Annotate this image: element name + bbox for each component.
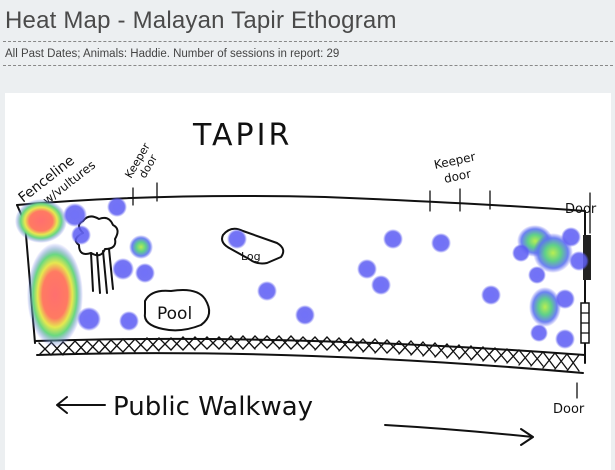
walkway-arrow-right [384, 424, 534, 446]
keeper-door-right-label-2: door [443, 167, 473, 186]
door-pointers [576, 192, 591, 399]
door-bottom-label: Door [553, 402, 585, 417]
door-side-rungs [580, 312, 590, 334]
heat-spot [135, 263, 155, 283]
heat-spot [431, 233, 451, 253]
heat-spot [107, 197, 127, 217]
walkway-fence-bottom [36, 352, 584, 374]
heat-spot [227, 229, 247, 249]
heat-layer [15, 197, 589, 349]
heat-spot-warm [129, 235, 153, 259]
divider-bottom [3, 65, 613, 66]
heat-map-image: TAPIR Fenceline w/vultures Keeper door K… [15, 118, 597, 446]
walkway-fence-top [34, 337, 586, 356]
keeper-door-right-label-1: Keeper [433, 150, 477, 172]
heat-spot [528, 266, 546, 284]
tree-canopy [74, 215, 119, 257]
pool-label: Pool [157, 304, 192, 324]
enclosure-top-edge [16, 195, 586, 212]
page-title: Heat Map - Malayan Tapir Ethogram [5, 7, 397, 34]
heat-spot [357, 259, 377, 279]
heat-spot-hot [27, 243, 83, 347]
heat-spot [555, 329, 575, 349]
report-subtitle: All Past Dates; Animals: Haddie. Number … [5, 48, 340, 60]
heat-map-panel: TAPIR Fenceline w/vultures Keeper door K… [5, 93, 611, 470]
heat-spot [561, 227, 581, 247]
heat-spot-hot [15, 199, 67, 243]
door-top-label: Door [565, 202, 597, 217]
pool-outline [143, 289, 211, 332]
report-header: Heat Map - Malayan Tapir Ethogram All Pa… [0, 0, 615, 70]
heat-spot [63, 203, 87, 227]
tree-trunk [90, 248, 114, 294]
divider-top [3, 41, 613, 42]
heat-spot [383, 229, 403, 249]
heat-spot [555, 289, 575, 309]
heat-spot [512, 244, 530, 262]
log-label: Log [241, 250, 261, 263]
tapir-label: TAPIR [192, 118, 292, 153]
heat-spot [569, 251, 589, 271]
keeper-door-right-marks [429, 188, 491, 212]
walkway-label: Public Walkway [113, 392, 313, 422]
heat-spot [481, 285, 501, 305]
heat-spot [295, 305, 315, 325]
keeper-door-left-marks [132, 182, 158, 206]
walkway-hatch-b [38, 335, 580, 372]
heat-spot-warm [529, 287, 561, 327]
heat-spot [71, 225, 91, 245]
heat-spot [530, 324, 548, 342]
heat-spot [371, 275, 391, 295]
heat-spot [257, 281, 277, 301]
heat-spot [77, 307, 101, 331]
walkway-arrow-left [56, 396, 106, 414]
heat-spot [112, 258, 134, 280]
heat-spot [119, 311, 139, 331]
